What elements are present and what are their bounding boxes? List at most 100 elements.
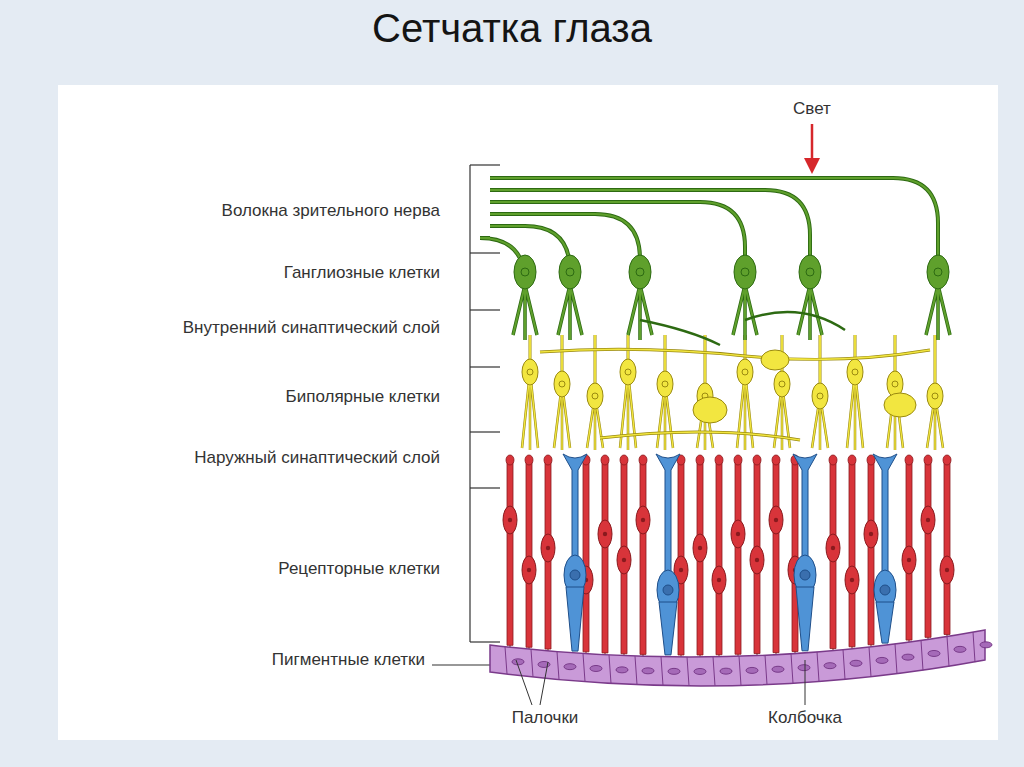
pigment-cell-border <box>713 657 715 686</box>
cone-outer-segment <box>796 587 814 651</box>
bipolar-nucleus <box>559 381 565 387</box>
rod-nucleus <box>603 532 607 536</box>
rod-terminal <box>696 455 704 465</box>
rod-nucleus <box>926 518 930 522</box>
pigment-cell-border <box>531 649 533 676</box>
leader-line <box>516 660 532 705</box>
horizontal-process <box>600 432 800 440</box>
rod-body <box>769 506 783 534</box>
rod-terminal <box>639 455 647 465</box>
pigment-nucleus <box>564 664 576 670</box>
rod-body <box>845 566 859 594</box>
rod-terminal <box>753 455 761 465</box>
bipolar-nucleus <box>817 393 823 399</box>
ganglion-nucleus <box>566 268 574 276</box>
rod-nucleus <box>698 546 702 550</box>
leader-line <box>540 662 548 705</box>
rod-cell <box>602 462 608 653</box>
pigment-nucleus <box>616 667 628 673</box>
pigment-nucleus <box>772 666 784 672</box>
pigment-cell-border <box>895 644 897 674</box>
ganglion-dendrite <box>926 285 950 340</box>
bipolar-cell <box>620 359 636 385</box>
rod-terminal <box>905 455 913 465</box>
nerve-fibre <box>490 214 640 262</box>
ganglion-dendrite <box>558 285 582 340</box>
rod-body <box>636 506 650 534</box>
bipolar-cell <box>522 359 538 385</box>
rod-nucleus <box>546 546 550 550</box>
bipolar-cell <box>587 383 603 409</box>
rod-terminal <box>506 455 514 465</box>
horizontal-cell <box>884 393 916 417</box>
bipolar-nucleus <box>932 393 938 399</box>
bracket-tick <box>470 431 500 432</box>
pigment-nucleus <box>876 657 888 663</box>
pigment-nucleus <box>590 665 602 671</box>
pigment-nucleus <box>902 654 914 660</box>
cone-nucleus <box>663 585 673 595</box>
rod-terminal <box>544 455 552 465</box>
ganglion-dendrite <box>640 320 720 345</box>
bipolar-cell <box>812 383 828 409</box>
ganglion-dendrite <box>926 285 950 340</box>
ganglion-nucleus <box>934 268 942 276</box>
rod-cell <box>849 462 855 647</box>
ganglion-cell <box>734 255 756 289</box>
rod-body <box>921 506 935 534</box>
rod-terminal <box>715 455 723 465</box>
rod-cell <box>507 462 513 645</box>
pigment-nucleus <box>694 668 706 674</box>
ganglion-cell <box>629 255 651 289</box>
pigment-cell-border <box>843 650 845 680</box>
rod-nucleus <box>774 518 778 522</box>
rod-nucleus <box>907 558 911 562</box>
rod-body <box>693 534 707 562</box>
cone-terminal <box>656 454 680 578</box>
amacrine-process <box>540 349 930 359</box>
cone-outer-segment <box>659 602 677 655</box>
bracket-tick <box>470 164 500 165</box>
ganglion-nucleus <box>806 268 814 276</box>
pigment-nucleus <box>954 646 966 652</box>
horizontal-process <box>600 432 800 440</box>
rod-body <box>940 556 954 584</box>
bipolar-nucleus <box>662 381 668 387</box>
ganglion-nucleus <box>741 268 749 276</box>
pigment-cell-border <box>921 640 923 670</box>
pigment-cell-border <box>609 655 611 683</box>
pigment-cell-border <box>765 655 767 684</box>
ganglion-dendrite <box>733 285 757 340</box>
horizontal-cell <box>693 397 727 423</box>
rod-nucleus <box>945 568 949 572</box>
rod-nucleus <box>850 578 854 582</box>
rod-terminal <box>924 455 932 465</box>
pigment-nucleus <box>928 650 940 656</box>
nerve-fibre <box>490 178 938 262</box>
pigment-nucleus <box>980 642 992 648</box>
ganglion-cell <box>927 255 949 289</box>
rod-terminal <box>829 455 837 465</box>
cone-outer-segment <box>876 602 894 643</box>
rod-body <box>712 566 726 594</box>
rod-nucleus <box>508 518 512 522</box>
rod-nucleus <box>717 578 721 582</box>
rod-cell <box>526 462 532 647</box>
ganglion-dendrite <box>558 285 582 340</box>
ganglion-dendrite <box>628 285 652 340</box>
bipolar-cell <box>737 359 753 385</box>
pigment-nucleus <box>668 668 680 674</box>
layer-label: Колбочка <box>768 708 842 728</box>
rod-terminal <box>620 455 628 465</box>
rod-body <box>750 546 764 574</box>
rod-nucleus <box>641 518 645 522</box>
rod-nucleus <box>755 558 759 562</box>
rod-body <box>826 534 840 562</box>
pigment-cell-border <box>661 657 663 686</box>
layer-label: Пигментные клетки <box>272 650 425 670</box>
rod-nucleus <box>736 532 740 536</box>
pigment-layer <box>490 630 985 686</box>
rod-body <box>541 534 555 562</box>
cone-outer-segment <box>566 587 584 651</box>
